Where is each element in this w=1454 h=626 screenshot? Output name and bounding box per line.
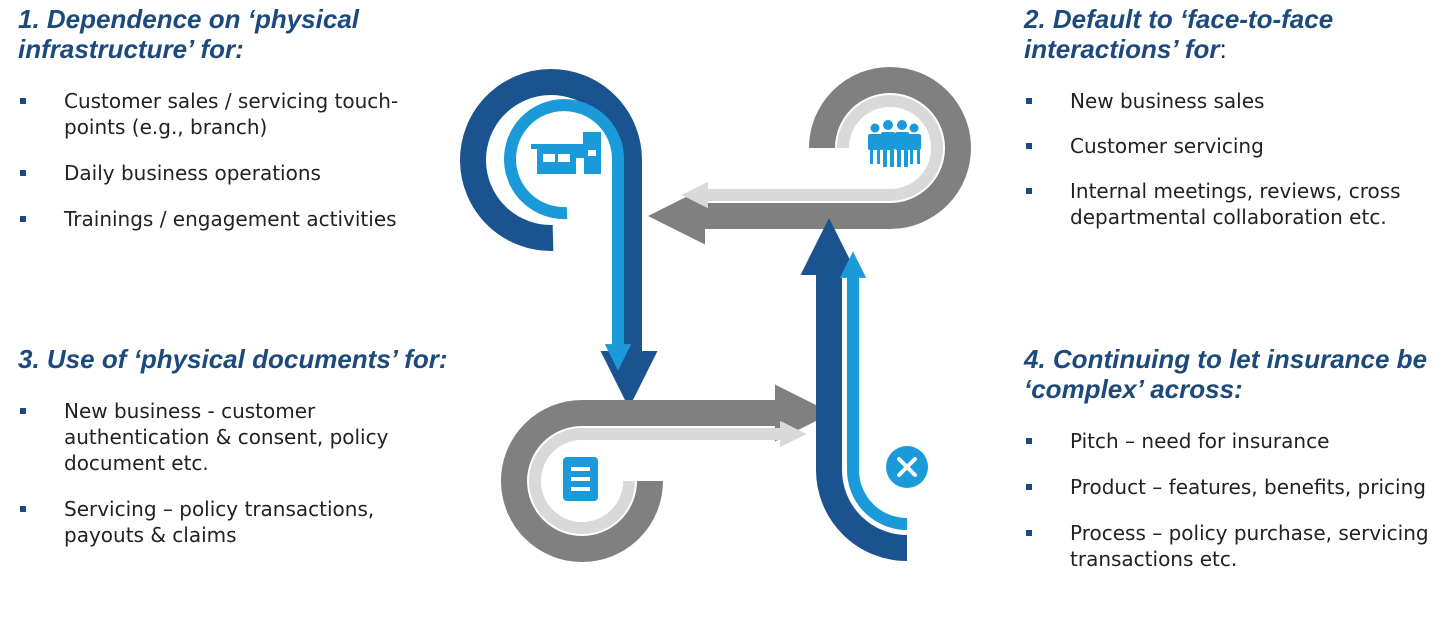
list-item: Customer servicing	[1024, 133, 1454, 159]
list-item: Daily business operations	[18, 160, 458, 186]
section-face-to-face: 2. Default to ‘face-to-face interactions…	[1024, 4, 1454, 249]
section-heading: 1. Dependence on ‘physical infrastructur…	[18, 4, 359, 64]
building-icon	[531, 132, 601, 174]
list-item: Trainings / engagement activities	[18, 206, 458, 232]
bullet-list: Customer sales / servicing touch-points …	[18, 88, 458, 232]
list-item: Product – features, benefits, pricing	[1024, 474, 1454, 500]
list-item: Servicing – policy transactions, payouts…	[18, 496, 458, 548]
people-group-icon	[868, 120, 921, 167]
section-complex-insurance: 4. Continuing to let insurance be ‘compl…	[1024, 344, 1454, 592]
loop-complex-insurance	[800, 217, 951, 561]
list-item: New business - customer authentication &…	[18, 398, 458, 476]
section-heading: 2. Default to ‘face-to-face interactions…	[1024, 4, 1334, 64]
document-icon	[563, 457, 598, 501]
loop-face-to-face	[647, 67, 971, 245]
loop-physical-documents	[501, 384, 833, 562]
list-item: Process – policy purchase, servicing tra…	[1024, 520, 1454, 572]
section-heading: 4. Continuing to let insurance be ‘compl…	[1024, 344, 1428, 404]
list-item: Pitch – need for insurance	[1024, 428, 1454, 454]
section-physical-infrastructure: 1. Dependence on ‘physical infrastructur…	[18, 4, 458, 252]
section-heading: 3. Use of ‘physical documents’ for:	[18, 344, 448, 374]
list-item: Internal meetings, reviews, cross depart…	[1024, 178, 1454, 230]
list-item: Customer sales / servicing touch-points …	[18, 88, 458, 140]
section-physical-documents: 3. Use of ‘physical documents’ for: New …	[18, 344, 458, 568]
loop-physical-infrastructure	[460, 69, 658, 409]
bullet-list: New business sales Customer servicing In…	[1024, 88, 1454, 230]
list-item: New business sales	[1024, 88, 1454, 114]
bullet-list: Pitch – need for insurance Product – fea…	[1024, 428, 1454, 572]
cancel-icon	[886, 446, 928, 488]
bullet-list: New business - customer authentication &…	[18, 398, 458, 548]
